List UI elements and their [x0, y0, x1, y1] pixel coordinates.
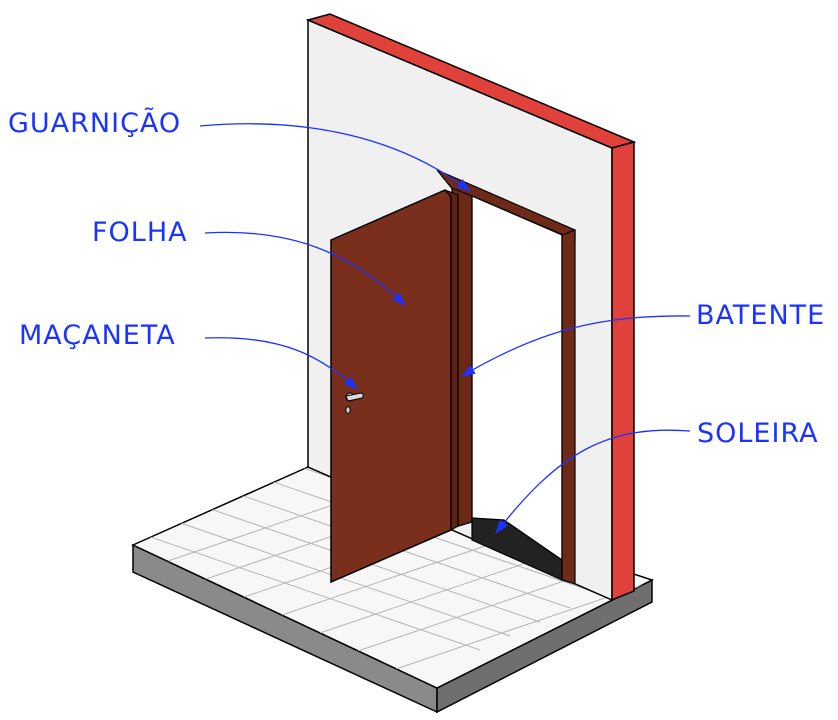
leader-macaneta — [204, 337, 358, 390]
leader-guarnicao — [199, 123, 471, 192]
floor-slab — [131, 466, 654, 714]
label-batente: BATENTE — [696, 300, 826, 331]
frame-right-jamb — [561, 229, 576, 585]
door-handle — [345, 392, 364, 414]
label-folha: FOLHA — [92, 217, 188, 248]
keyhole — [345, 406, 351, 414]
leader-soleira — [495, 429, 691, 534]
door-leaf-edge — [444, 189, 459, 532]
leader-batente — [461, 315, 691, 377]
door-leaf — [330, 189, 459, 584]
leader-folha — [204, 231, 406, 306]
door-leaf-face — [330, 189, 452, 584]
wall-side-cut — [611, 141, 635, 602]
handle-lever — [345, 392, 364, 402]
leader-lines — [199, 123, 691, 534]
label-guarnicao: GUARNIÇÃO — [8, 108, 182, 139]
label-soleira: SOLEIRA — [697, 418, 819, 449]
label-macaneta: MAÇANETA — [19, 320, 176, 351]
